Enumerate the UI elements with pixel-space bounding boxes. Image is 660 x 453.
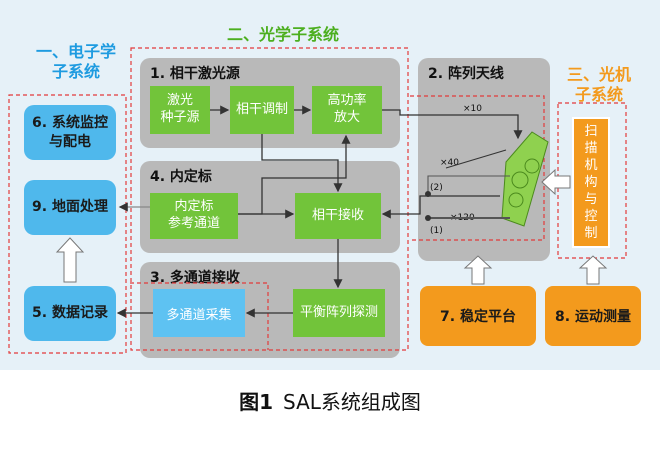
acquisition-border <box>130 282 269 350</box>
modulation-to-receive-line <box>261 134 343 193</box>
optomechanical-subsystem-label: 三、光机 子系统 <box>566 65 631 104</box>
path-2-line <box>427 175 510 192</box>
balanced-detection-block: 平衡阵列探测 <box>293 289 385 337</box>
figure-number: 图1 <box>239 390 274 414</box>
multichannel-receive-title: 3. 多通道接收 <box>150 270 240 286</box>
scan-to-antenna-hollow-arrow <box>541 168 571 196</box>
array-antenna-title: 2. 阵列天线 <box>428 66 504 82</box>
x40-label: ×40 <box>440 158 459 168</box>
antenna-to-receive-arrow <box>381 195 500 219</box>
scan-control-block: 扫 描 机 构 与 控 制 <box>572 117 610 248</box>
high-power-amp-block: 高功率 放大 <box>312 86 382 134</box>
stable-platform-block: 7. 稳定平台 <box>420 286 536 346</box>
x10-label: ×10 <box>463 104 482 114</box>
calibration-branch-line <box>238 134 351 215</box>
photonic-subsystem-label: 二、光学子系统 <box>226 25 339 44</box>
coherent-receive-block: 相干接收 <box>295 193 381 239</box>
connectors-layer <box>8 47 627 354</box>
amp-to-antenna-arrow <box>382 109 523 140</box>
array-antenna-panel <box>501 131 549 227</box>
data-record-block: 5. 数据记录 <box>24 286 116 341</box>
ground-processing-block: 9. 地面处理 <box>24 180 116 235</box>
system-monitor-block: 6. 系统监控 与配电 <box>24 105 116 160</box>
electronic-subsystem-border <box>8 94 127 354</box>
coherent-laser-title: 1. 相干激光源 <box>150 66 240 82</box>
internal-cal-reference-block: 内定标 参考通道 <box>150 193 238 239</box>
path-1-label: (1) <box>430 226 443 236</box>
antenna-subsystem-border <box>410 95 545 241</box>
path-2-label: (2) <box>430 183 443 193</box>
internal-calibration-title: 4. 内定标 <box>150 169 212 185</box>
figure-caption: 图1 SAL系统组成图 <box>0 386 660 415</box>
motion-up-hollow-arrow <box>578 255 608 285</box>
multichannel-acquisition-block: 多通道采集 <box>153 289 245 337</box>
electronic-subsystem-label: 一、电子学 子系统 <box>35 42 116 81</box>
laser-seed-block: 激光 种子源 <box>150 86 210 134</box>
figure-caption-text: SAL系统组成图 <box>283 390 421 414</box>
photonic-subsystem-border <box>130 47 409 351</box>
platform-up-hollow-arrow <box>463 255 493 285</box>
motion-measurement-block: 8. 运动测量 <box>545 286 641 346</box>
coherent-modulation-block: 相干调制 <box>230 86 294 134</box>
record-to-ground-hollow-arrow <box>55 237 85 283</box>
